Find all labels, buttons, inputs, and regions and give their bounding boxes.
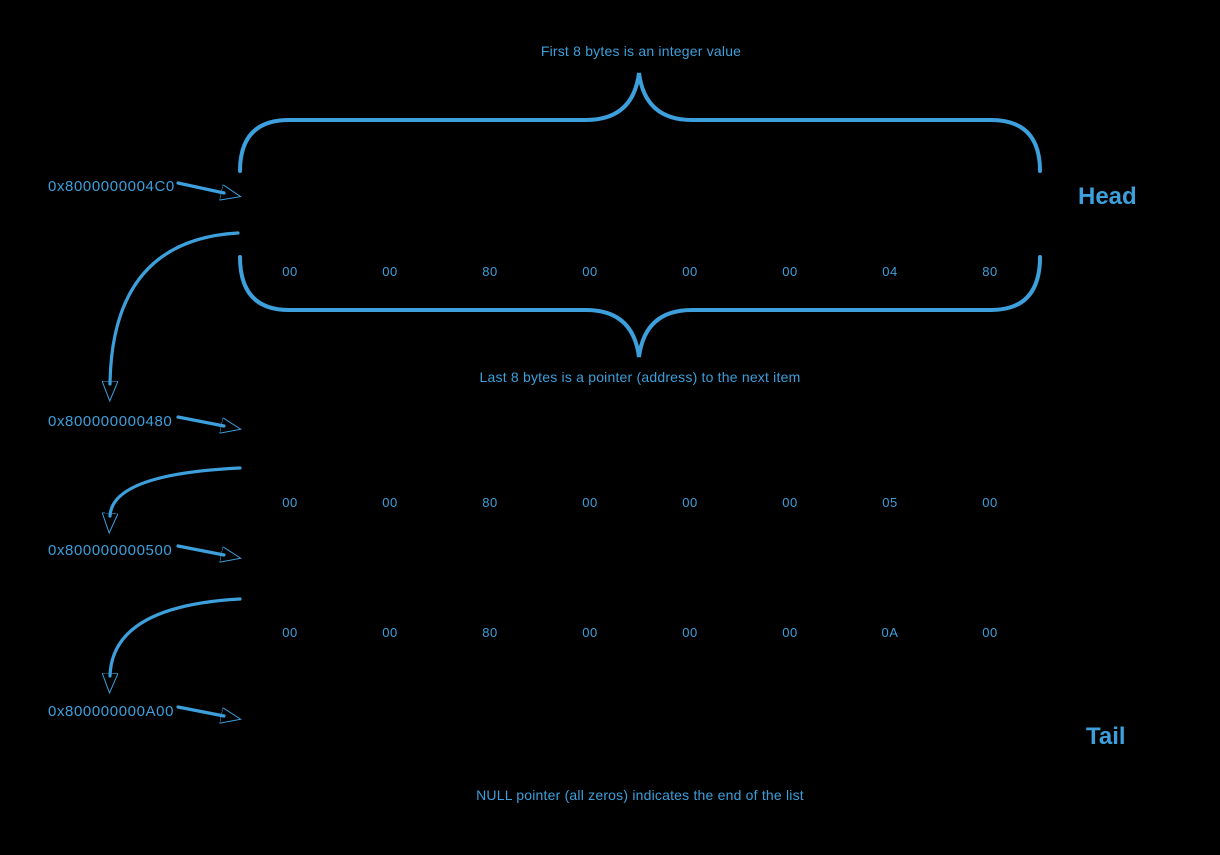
byte-value: 00 bbox=[582, 495, 598, 510]
next-pointer-arrow-2 bbox=[110, 466, 242, 516]
first-bytes-note: First 8 bytes is an integer value bbox=[540, 43, 742, 59]
byte-value: 00 bbox=[582, 625, 598, 640]
byte-value: 00 bbox=[582, 264, 598, 279]
byte-value: 00 bbox=[682, 495, 698, 510]
node-bytes-row-3: 00 00 80 00 00 00 0A 00 bbox=[240, 624, 1040, 642]
address-arrow-1 bbox=[176, 181, 224, 193]
next-pointer-arrow-3 bbox=[110, 597, 242, 676]
byte-value: 05 bbox=[882, 495, 898, 510]
byte-value: 00 bbox=[282, 264, 298, 279]
byte-value: 80 bbox=[482, 625, 498, 640]
byte-value: 80 bbox=[982, 264, 998, 279]
byte-value: 80 bbox=[482, 264, 498, 279]
null-pointer-note: NULL pointer (all zeros) indicates the e… bbox=[476, 787, 804, 803]
byte-value: 00 bbox=[782, 264, 798, 279]
node-bytes-row-2: 00 00 80 00 00 00 05 00 bbox=[240, 494, 1040, 512]
tail-label: Tail bbox=[1086, 723, 1126, 750]
last-bytes-brace bbox=[238, 255, 1042, 358]
node-address-3: 0x800000000500 bbox=[48, 542, 173, 559]
byte-value: 00 bbox=[782, 625, 798, 640]
byte-value: 04 bbox=[882, 264, 898, 279]
byte-value: 00 bbox=[982, 495, 998, 510]
byte-value: 00 bbox=[382, 625, 398, 640]
first-bytes-brace bbox=[238, 72, 1042, 173]
byte-value: 80 bbox=[482, 495, 498, 510]
address-arrow-4 bbox=[176, 705, 224, 716]
byte-value: 00 bbox=[382, 264, 398, 279]
byte-value: 00 bbox=[282, 625, 298, 640]
address-arrow-2 bbox=[176, 415, 224, 426]
byte-value: 00 bbox=[982, 625, 998, 640]
address-arrow-3 bbox=[176, 544, 224, 555]
node-address-2: 0x800000000480 bbox=[48, 413, 173, 430]
node-address-1: 0x8000000004C0 bbox=[48, 178, 175, 195]
next-pointer-arrow-1 bbox=[110, 231, 240, 384]
byte-value: 00 bbox=[282, 495, 298, 510]
last-bytes-note: Last 8 bytes is a pointer (address) to t… bbox=[479, 369, 801, 385]
byte-value: 00 bbox=[382, 495, 398, 510]
byte-value: 0A bbox=[881, 625, 899, 640]
node-address-4: 0x800000000A00 bbox=[48, 703, 175, 720]
node-bytes-row-1: 00 00 80 00 00 00 04 80 bbox=[240, 263, 1040, 281]
head-label: Head bbox=[1078, 183, 1137, 210]
byte-value: 00 bbox=[682, 625, 698, 640]
byte-value: 00 bbox=[682, 264, 698, 279]
byte-value: 00 bbox=[782, 495, 798, 510]
